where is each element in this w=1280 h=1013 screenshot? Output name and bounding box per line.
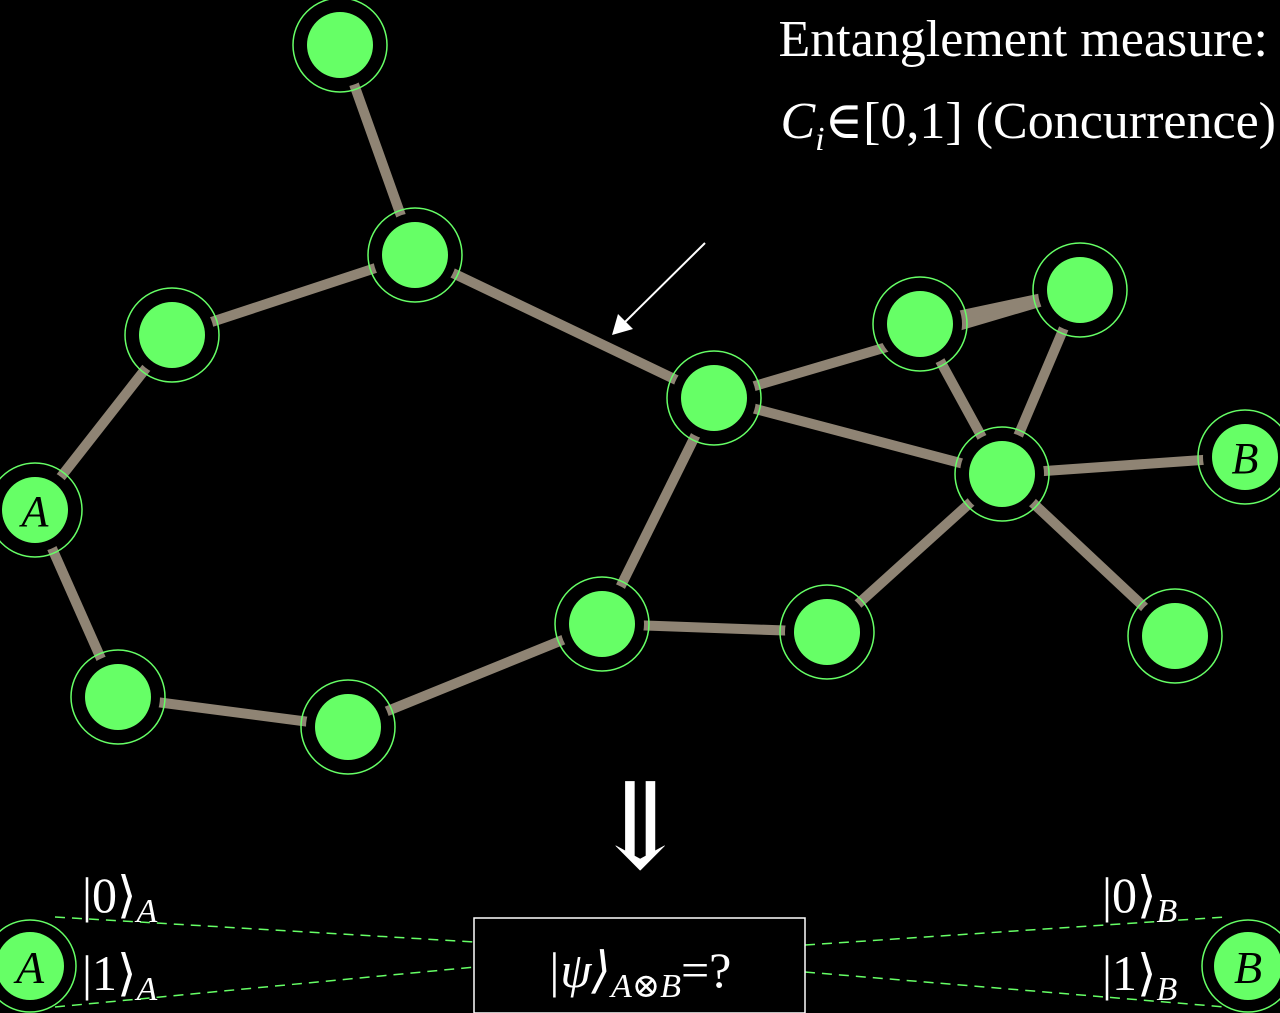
state-box: |ψ⟩A⊗B=?: [473, 917, 806, 1013]
state-psi: |ψ⟩: [547, 942, 611, 998]
ket-0-a-sub: A: [135, 893, 158, 930]
graph-node-a: A: [0, 462, 83, 558]
dashed-connections: [54, 916, 1226, 1008]
ket-0-a-ket: |0⟩: [82, 867, 137, 923]
title-line-2: Ci∈[0,1] (Concurrence): [780, 93, 1276, 158]
down-double-arrow-icon: ⇓: [590, 761, 691, 894]
graph-edge: [346, 619, 604, 732]
ket-0-b-ket: |0⟩: [1102, 867, 1157, 923]
graph-node-label: A: [19, 487, 50, 536]
concurrence-subscript: i: [815, 121, 824, 158]
graph-node: [872, 276, 968, 372]
graph-edge: [412, 250, 717, 403]
state-subscript: A⊗B: [609, 968, 681, 1005]
concurrence-range-text: ∈[0,1] (Concurrence): [825, 93, 1276, 150]
graph-edge: [597, 395, 719, 627]
graph-node: [779, 584, 875, 680]
ket-1-b-sub: B: [1157, 971, 1178, 1008]
graph-node: [70, 649, 166, 745]
ket-0-b: |0⟩B: [1102, 867, 1178, 930]
ket-1-a: |1⟩A: [82, 945, 158, 1008]
graph-edge: [170, 250, 417, 340]
graph-node: [292, 0, 388, 93]
bottom-node-b-label: B: [1234, 942, 1262, 993]
graph-edge: [712, 393, 1004, 479]
graph-node-b: B: [1197, 409, 1280, 505]
graph-node: [1032, 242, 1128, 338]
ket-1-b-ket: |1⟩: [1102, 945, 1157, 1001]
graph-nodes: AB: [0, 0, 1280, 775]
annotation-arrow: [612, 242, 706, 335]
graph-node: [1127, 588, 1223, 684]
ket-0-a: |0⟩A: [82, 867, 158, 930]
graph-node: [554, 576, 650, 672]
graph-node: [666, 350, 762, 446]
graph-node: [124, 287, 220, 383]
bottom-node-b: B: [1201, 919, 1280, 1013]
concurrence-symbol: C: [780, 93, 816, 150]
graph-node: [300, 679, 396, 775]
title-line-1: Entanglement measure:: [779, 11, 1268, 68]
graph-node: [367, 207, 463, 303]
state-expression: |ψ⟩A⊗B=?: [547, 942, 732, 1005]
state-question: =?: [681, 942, 731, 998]
graph-node: [954, 426, 1050, 522]
bottom-node-a-label: A: [13, 942, 45, 993]
ket-0-b-sub: B: [1157, 893, 1178, 930]
bottom-node-a: A: [0, 919, 77, 1013]
ket-1-b: |1⟩B: [1102, 945, 1178, 1008]
graph-node-label: B: [1232, 434, 1259, 483]
ket-1-a-sub: A: [135, 971, 158, 1008]
ket-1-a-ket: |1⟩: [82, 945, 137, 1001]
